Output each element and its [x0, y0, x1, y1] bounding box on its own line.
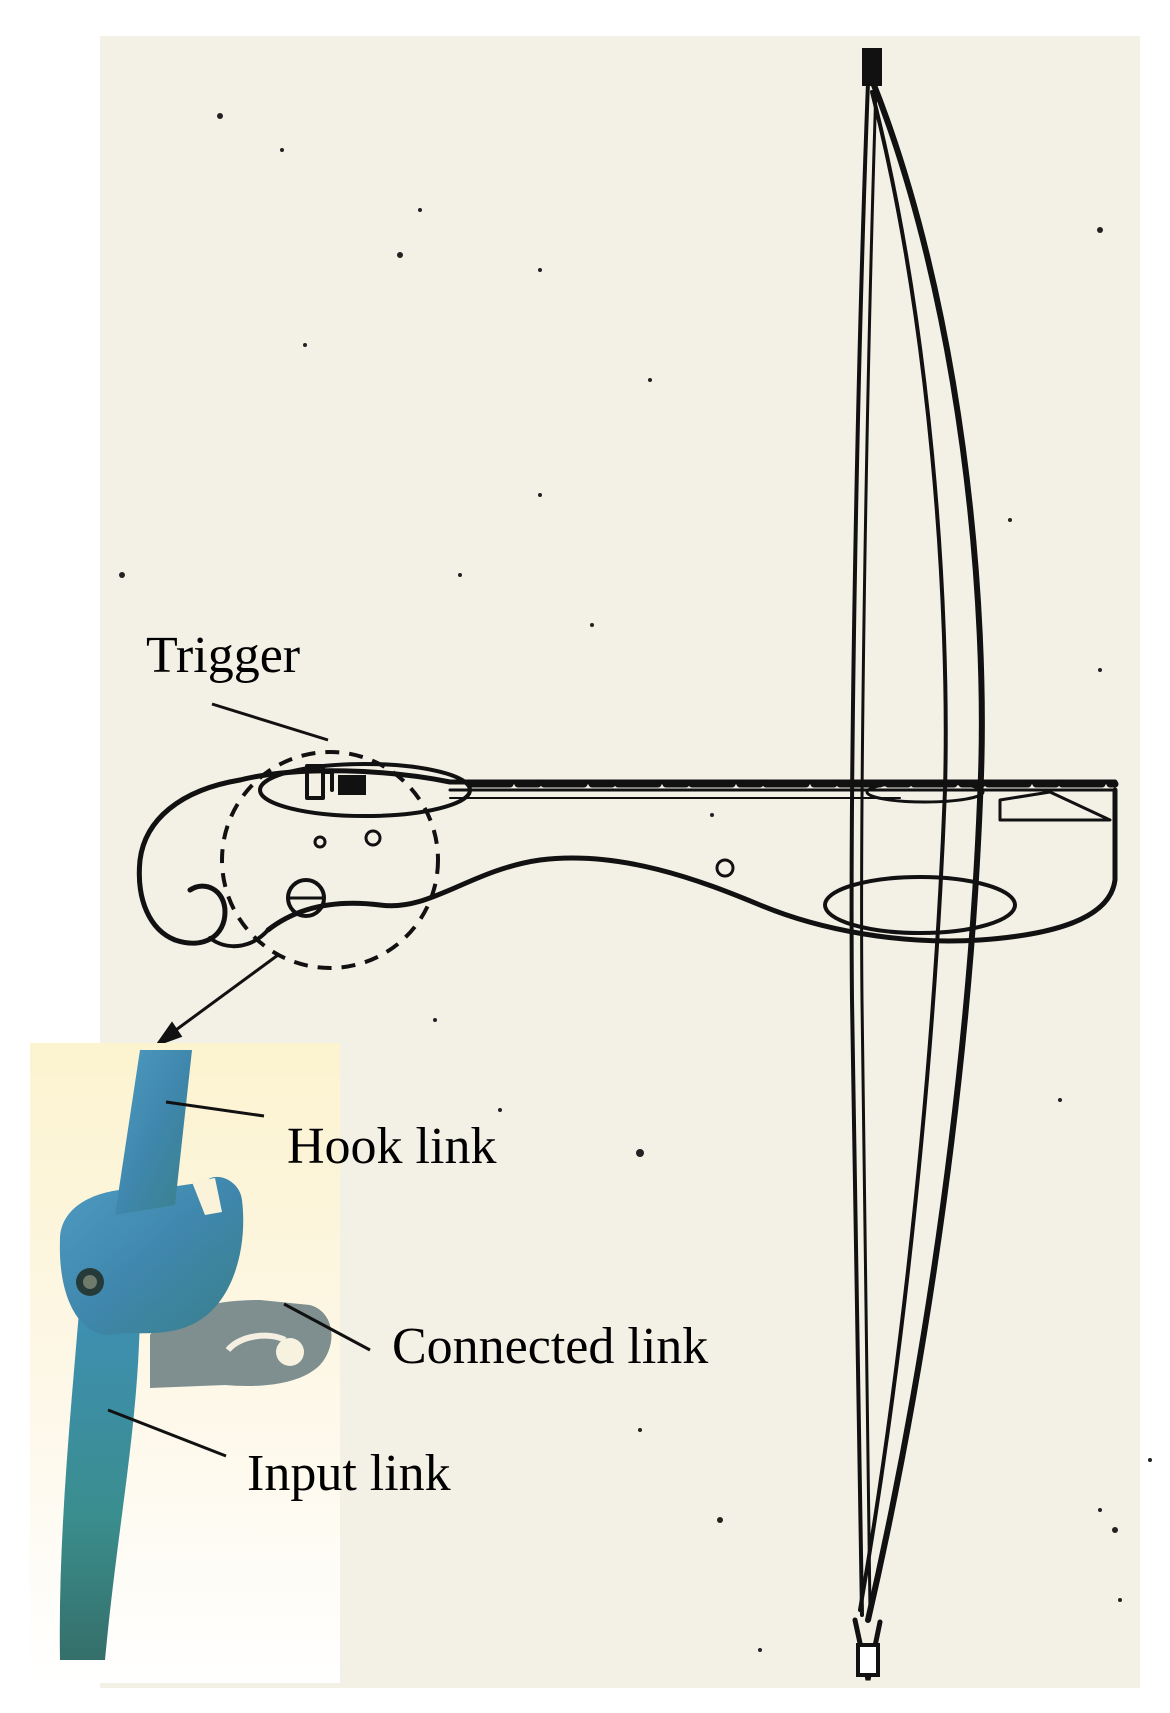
trigger-leader-line	[211, 702, 329, 742]
input-link-label: Input link	[247, 1445, 451, 1502]
zoom-arrow	[154, 953, 279, 1048]
hook-link-label: Hook link	[287, 1118, 497, 1175]
trigger-highlight-circle	[220, 750, 440, 970]
connected-link-label: Connected link	[392, 1318, 709, 1375]
trigger-mechanism-photo	[30, 1043, 371, 1683]
paper-specks	[119, 113, 1152, 1652]
trigger-label: Trigger	[146, 627, 301, 684]
